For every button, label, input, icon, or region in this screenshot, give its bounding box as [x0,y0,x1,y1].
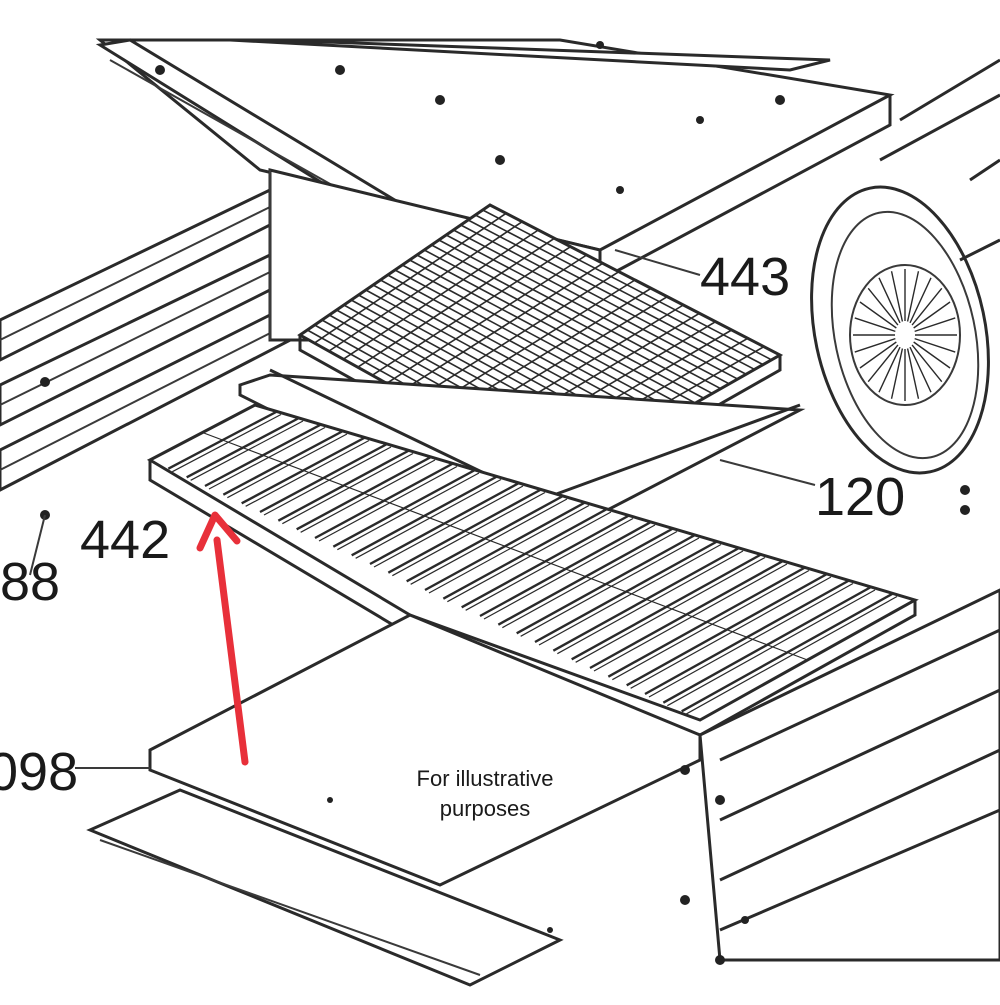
rack-slat-shadow [502,530,678,629]
fan-blade [914,317,956,333]
callout-442: 442 [80,510,170,570]
mesh-wire [313,212,507,344]
fan-blade [878,277,901,324]
rack-slat-shadow [373,485,524,568]
rack-slat-shadow [337,472,480,551]
rack-slat-shadow [318,465,458,542]
rack-slat-shadow [520,537,700,637]
rack-slat-shadow [612,569,810,681]
callout-443: 443 [700,247,790,307]
rack-slat-shadow [428,504,590,594]
mesh-wire [415,270,620,401]
mesh-wire [328,221,523,352]
fan-blade [909,346,932,393]
fan-blade [890,271,904,322]
fan-blade [859,341,897,369]
fan-blade [914,337,956,353]
rack-slat-shadow [355,478,502,559]
mesh-wire [357,237,555,368]
fan-assembly [810,58,1000,515]
fan-blade [913,301,951,329]
fan-blade [913,341,951,369]
left-side-rails [0,187,302,576]
illustration-note-line2: purposes [440,796,531,821]
rack-slat-shadow [208,426,326,490]
top-plate [95,38,895,282]
rack-slat-shadow [447,511,612,603]
rack-slat-shadow [593,563,788,672]
mesh-wire [400,262,604,393]
rack-slat-shadow [538,543,722,646]
fan-blade [911,287,943,326]
mesh-wire [429,279,636,409]
fan-blade [854,317,896,333]
rack-slat-shadow [557,550,744,655]
rack-slat-shadow [648,582,854,698]
mesh-wire [342,229,539,360]
indicator-arrow [196,511,249,766]
illustration-note-line1: For illustrative [417,766,554,791]
rack-slat-shadow [575,556,766,663]
callout-098: 098 [0,742,78,802]
fan-blade [911,344,943,383]
fan-blade [906,271,920,322]
rack-slat-shadow [263,446,392,516]
mesh-wire [386,254,588,385]
callout-120: 120 [815,467,905,527]
fan-blade [909,277,932,324]
fan-blade [906,348,920,399]
rack-slat-shadow [685,595,898,715]
lower-rack-442 [146,403,919,737]
rack-slat-shadow [667,589,876,707]
rack-slat-shadow [392,491,546,577]
rack-slat-shadow [483,524,656,620]
fan-blade [867,287,899,326]
rack-crossbar [202,431,808,661]
callout-88: 88 [0,552,60,612]
rack-slat-shadow [190,420,304,481]
rack-slat-shadow [245,439,370,507]
fan-blade [890,348,904,399]
fan-blade [878,346,901,393]
leader-lines [75,249,816,769]
fan-blade [859,301,897,329]
rack-slat-shadow [172,413,282,473]
mesh-wire [371,245,571,376]
rack-slat-shadow [282,452,414,525]
rack-slat-shadow [300,459,436,533]
rack-slat-shadow [465,517,634,611]
fan-blade [867,344,899,383]
fan-blade [854,337,896,353]
rack-slat-shadow [227,433,348,499]
bottom-frame [86,588,1000,987]
rack-slat-shadow [630,576,832,689]
rack-slat-shadow [410,498,568,585]
